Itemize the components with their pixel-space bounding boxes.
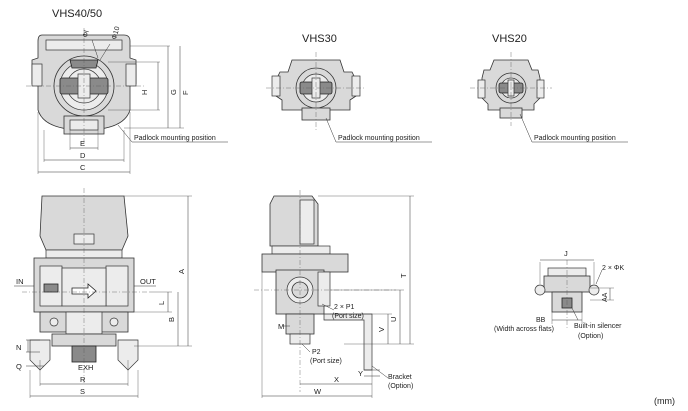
dim-a: A bbox=[177, 269, 186, 274]
dim-v: V bbox=[377, 327, 386, 332]
vhs20-top-view: VHS20 Padlock mounting position bbox=[470, 33, 628, 143]
padlock-callout-vhs20: Padlock mounting position bbox=[534, 135, 616, 142]
detail-view: J 2 × ΦK AA BB (Width across flats) Buil… bbox=[494, 249, 624, 340]
p1-callout: 2 × P1 bbox=[334, 304, 355, 311]
unit-label: (mm) bbox=[654, 396, 675, 406]
vhs30-top-view: VHS30 Padlock mounting position bbox=[266, 33, 432, 143]
dim-phi-10: Φ10 bbox=[111, 26, 121, 41]
vhs30-title: VHS30 bbox=[302, 33, 337, 45]
dim-r: R bbox=[80, 375, 86, 384]
dim-e: E bbox=[80, 139, 85, 148]
dim-h: H bbox=[140, 90, 149, 95]
dim-aa: AA bbox=[602, 292, 609, 302]
bracket-callout: Bracket bbox=[388, 374, 412, 381]
dim-g: G bbox=[169, 89, 178, 95]
dim-s: S bbox=[80, 387, 85, 396]
vhs40-50-title: VHS40/50 bbox=[52, 8, 102, 20]
bb-note: (Width across flats) bbox=[494, 326, 554, 333]
p2-note: (Port size) bbox=[310, 358, 342, 365]
silencer-callout: Built-in silencer bbox=[574, 323, 622, 330]
dim-n: N bbox=[16, 343, 21, 352]
vhs40-50-top-view: VHS40/50 Φl Φ10 H G F bbox=[26, 8, 228, 174]
p2-callout: P2 bbox=[312, 349, 321, 356]
silencer-note: (Option) bbox=[578, 333, 603, 340]
dim-m: M bbox=[278, 322, 284, 331]
dim-u: U bbox=[389, 317, 398, 322]
side-view: T U V 2 × P1 (Port size) M P2 (Port size… bbox=[254, 190, 414, 398]
out-label: OUT bbox=[140, 277, 156, 286]
dim-f: F bbox=[181, 90, 190, 95]
dim-t: T bbox=[399, 273, 408, 278]
dim-j: J bbox=[564, 249, 568, 258]
dim-q: Q bbox=[16, 362, 22, 371]
dim-bb: BB bbox=[536, 317, 546, 324]
dim-y: Y bbox=[358, 369, 363, 378]
vhs20-title: VHS20 bbox=[492, 33, 527, 45]
dim-c: C bbox=[80, 163, 86, 172]
dim-phi-l: Φl bbox=[82, 29, 91, 38]
padlock-callout-vhs40: Padlock mounting position bbox=[134, 135, 216, 142]
p1-note: (Port size) bbox=[332, 313, 364, 320]
bracket-note: (Option) bbox=[388, 383, 413, 390]
dim-w: W bbox=[314, 387, 322, 396]
padlock-callout-vhs30: Padlock mounting position bbox=[338, 135, 420, 142]
in-label: IN bbox=[16, 277, 24, 286]
front-view: IN OUT A L B N Q EXH R S bbox=[14, 188, 192, 398]
dim-b: B bbox=[167, 317, 176, 322]
exh-label: EXH bbox=[78, 363, 93, 372]
k-callout: 2 × ΦK bbox=[602, 265, 624, 272]
dim-d: D bbox=[80, 151, 86, 160]
dim-x: X bbox=[334, 375, 339, 384]
dim-l: L bbox=[157, 301, 166, 305]
